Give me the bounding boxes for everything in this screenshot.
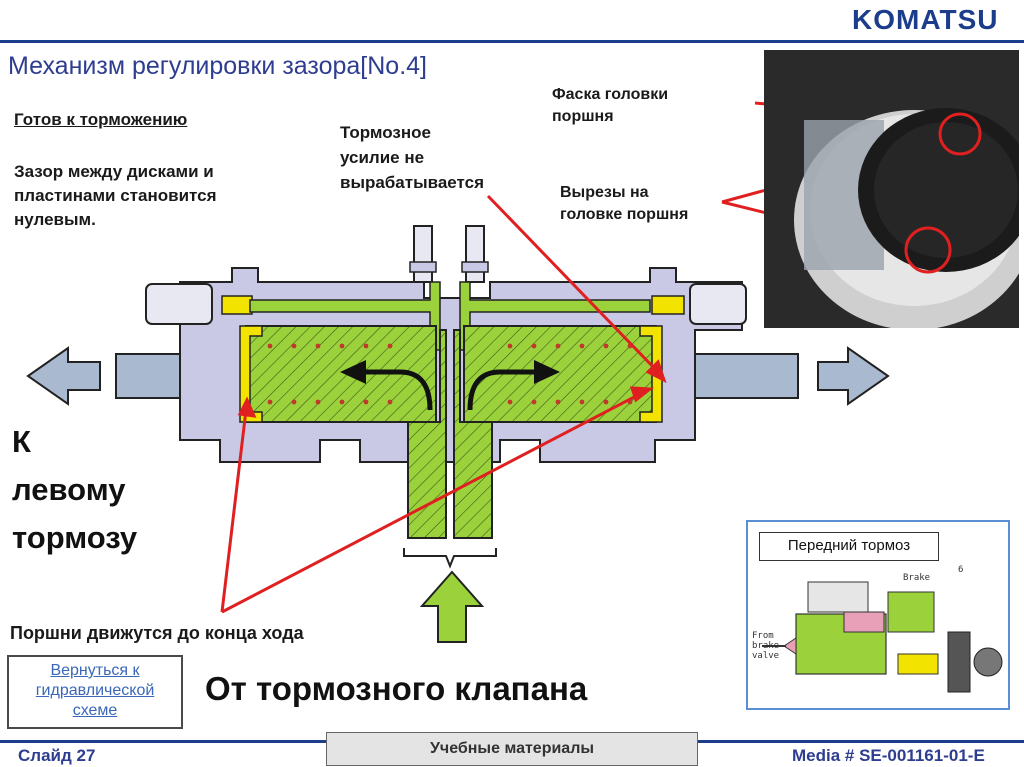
right-arrow-icon <box>818 348 888 404</box>
left-brake-line: левому <box>12 466 137 514</box>
left-bleeder-icon <box>410 226 436 282</box>
pistons-label: Поршни движутся до конца хода <box>10 623 304 644</box>
right-bleeder-icon <box>462 226 488 282</box>
left-brake-label: К левому тормозу <box>12 418 137 562</box>
media-id: Media # SE-001161-01-E <box>792 746 985 766</box>
left-arrow-icon <box>28 348 100 404</box>
from-valve-line: brake <box>752 641 779 651</box>
from-valve-label: От тормозного клапана <box>205 670 587 708</box>
left-plug <box>146 284 212 324</box>
slide-number: Слайд 27 <box>18 746 95 766</box>
left-port <box>222 296 252 314</box>
right-port <box>652 296 684 314</box>
training-materials-badge: Учебные материалы <box>326 732 698 766</box>
inlet-bracket <box>404 548 496 566</box>
back-link-text[interactable]: Вернуться к гидравлической схеме <box>25 661 165 721</box>
piston-photo <box>764 50 1019 328</box>
right-plug <box>690 284 746 324</box>
up-arrow-icon <box>422 572 482 642</box>
left-brake-line: К <box>12 418 137 466</box>
back-to-hydraulic-button[interactable]: Вернуться к гидравлической схеме <box>7 655 183 729</box>
inset-number: 6 <box>958 565 963 575</box>
front-brake-diagram: From brake valve Brake 6 <box>748 562 1008 708</box>
from-valve-line: From <box>752 631 774 641</box>
left-brake-line: тормозу <box>12 514 137 562</box>
front-brake-label: Передний тормоз <box>759 532 939 561</box>
from-valve-line: valve <box>752 651 779 661</box>
brake-callout: Brake <box>903 573 930 583</box>
